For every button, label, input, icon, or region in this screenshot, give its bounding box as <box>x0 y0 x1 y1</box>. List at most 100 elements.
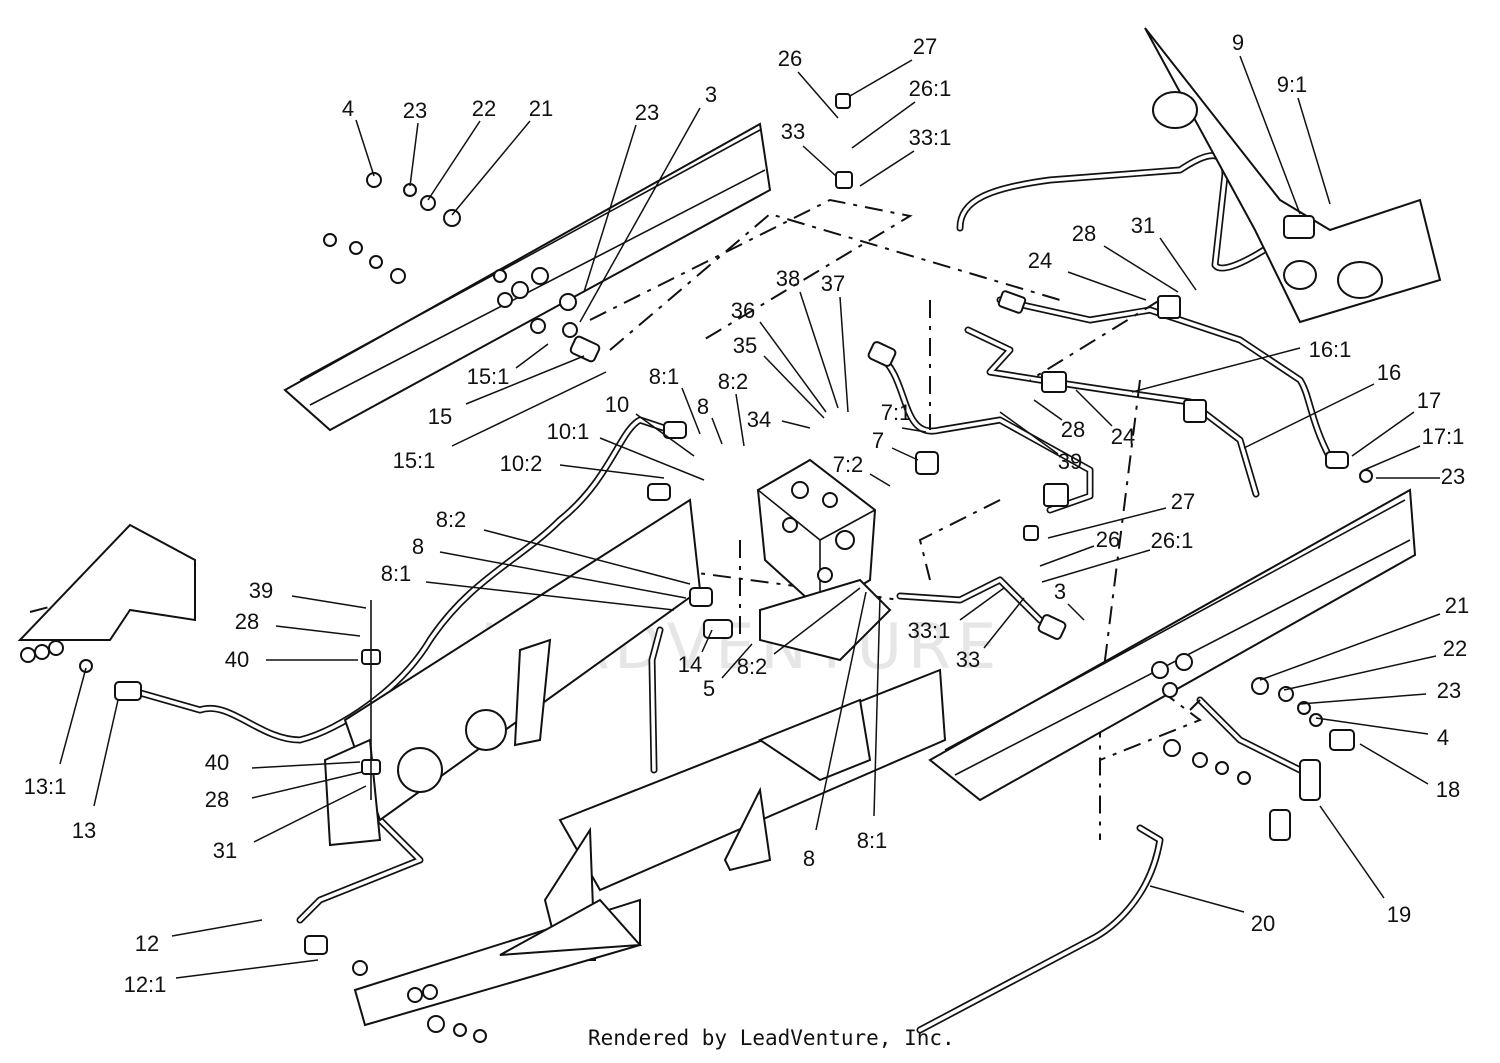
callout-leader-line <box>175 959 319 979</box>
callout-label: 10 <box>605 392 629 417</box>
callout-leader-line <box>849 59 913 97</box>
lower-right-frame-rail <box>928 488 1417 802</box>
tube-group <box>126 152 1334 1034</box>
upper-right-plate <box>1144 27 1442 324</box>
callout-leader-line <box>851 101 916 149</box>
callout-label: 23 <box>1441 464 1465 489</box>
callout-label: 35 <box>733 333 757 358</box>
callout-label: 9:1 <box>1277 72 1308 97</box>
callout-leader-line <box>1067 603 1085 621</box>
callout-label: 38 <box>776 266 800 291</box>
callout-label: 15:1 <box>393 448 436 473</box>
callout-label: 9 <box>1232 30 1244 55</box>
callout-leader-line <box>171 919 263 937</box>
callout-label: 24 <box>1028 248 1052 273</box>
callout-label: 17:1 <box>1422 424 1465 449</box>
callout-label: 3 <box>1054 579 1066 604</box>
callout-leader-line <box>959 587 1005 621</box>
callout-label: 21 <box>1445 593 1469 618</box>
callout-label: 39 <box>249 578 273 603</box>
callout-label: 27 <box>913 34 937 59</box>
front-bumper <box>353 898 643 1027</box>
callout-leader-line <box>1041 549 1151 583</box>
callout-leader-line <box>1299 693 1427 705</box>
callout-label: 23 <box>635 100 659 125</box>
callout-label: 28 <box>1061 417 1085 442</box>
callout-leader-line <box>701 629 713 653</box>
callout-leader-line <box>253 785 367 843</box>
callout-label: 16 <box>1377 360 1401 385</box>
callout-label: 12:1 <box>124 972 167 997</box>
callout-leader-line <box>869 473 891 487</box>
callout-leader-line <box>599 437 705 481</box>
callout-label: 24 <box>1111 424 1135 449</box>
callout-leader-line <box>1067 271 1147 301</box>
callout-leader-line <box>815 591 867 831</box>
callout-leader-line <box>999 411 1059 455</box>
callout-label: 34 <box>747 407 771 432</box>
callout-label: 3 <box>705 82 717 107</box>
callout-leader-line <box>802 145 837 177</box>
callout-leader-line <box>859 150 915 187</box>
callout-leader-line <box>799 291 839 409</box>
callout-leader-line <box>681 387 701 435</box>
callout-leader-line <box>1259 613 1441 681</box>
fittings <box>79 93 1373 1043</box>
callout-leader-line <box>59 667 87 765</box>
callout-label: 10:1 <box>547 419 590 444</box>
callout-label: 5 <box>703 676 715 701</box>
callout-label: 8:2 <box>737 654 768 679</box>
valve-block <box>756 458 877 612</box>
callout-label: 14 <box>678 652 702 677</box>
callout-leader-line <box>773 587 861 655</box>
callout-leader-line <box>721 643 753 679</box>
callout-label: 20 <box>1251 911 1275 936</box>
callout-leader-line <box>291 595 367 609</box>
callout-label: 7 <box>872 428 884 453</box>
callout-leader-line <box>873 595 881 817</box>
callout-label: 8 <box>803 846 815 871</box>
callout-leader-line <box>1033 399 1063 421</box>
callout-leader-line <box>735 393 745 447</box>
callout-label: 21 <box>529 96 553 121</box>
callout-label: 28 <box>205 787 229 812</box>
callout-label: 10:2 <box>500 451 543 476</box>
callout-label: 16:1 <box>1309 337 1352 362</box>
callout-leader-line <box>409 122 419 187</box>
callout-leader-line <box>781 420 811 429</box>
callout-leader-line <box>425 581 675 611</box>
callout-leader-line <box>1131 347 1301 393</box>
callout-label: 26:1 <box>1151 528 1194 553</box>
callout-label: 8:2 <box>436 507 467 532</box>
callout-leader-line <box>797 71 839 119</box>
callout-leader-line <box>1243 383 1375 449</box>
callout-label: 22 <box>1443 636 1467 661</box>
callout-leader-line <box>1075 389 1113 427</box>
callout-leader-line <box>439 551 687 599</box>
callout-leader-line <box>759 321 827 413</box>
callout-label: 8 <box>697 394 709 419</box>
callout-label: 4 <box>1437 725 1449 750</box>
callout-leader-line <box>583 124 637 293</box>
callout-label: 26 <box>1096 527 1120 552</box>
callout-label: 7:2 <box>833 452 864 477</box>
callout-leader-line <box>901 427 927 433</box>
callout-leader-line <box>711 417 723 445</box>
callout-leader-line <box>1363 445 1421 471</box>
callout-leader-line <box>559 464 665 479</box>
callout-label: 31 <box>1131 213 1155 238</box>
callout-leader-line <box>579 107 701 323</box>
callout-leader-line <box>451 120 531 216</box>
callout-leader-line <box>355 119 375 177</box>
callout-leader-line <box>1315 717 1429 735</box>
callout-leader-line <box>465 355 585 405</box>
callout-leader-line <box>515 343 549 369</box>
callout-leader-line <box>451 371 607 447</box>
callout-label: 28 <box>235 609 259 634</box>
callout-leader-line <box>1319 805 1385 899</box>
callout-label: 13:1 <box>24 774 67 799</box>
callout-label: 33 <box>956 647 980 672</box>
render-credit: Rendered by LeadVenture, Inc. <box>588 1026 955 1050</box>
